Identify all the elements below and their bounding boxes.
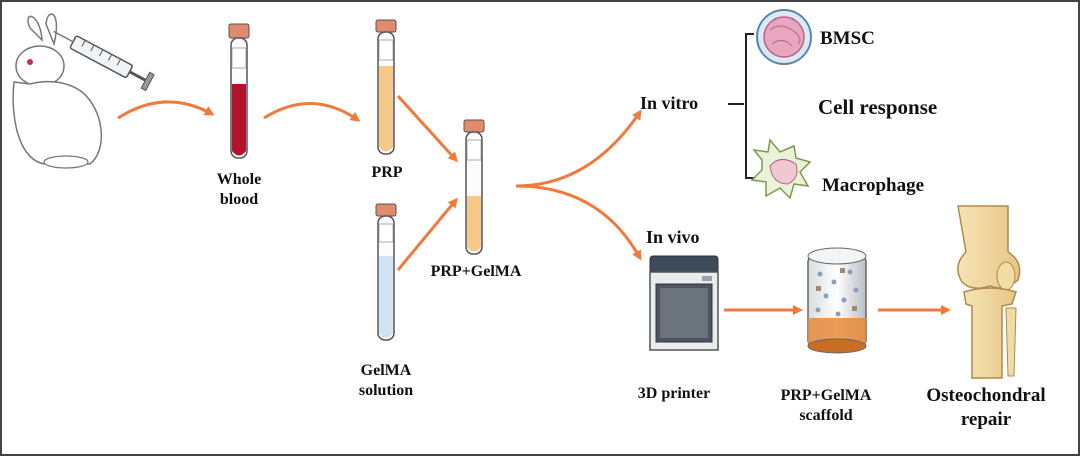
knee-joint-icon — [957, 205, 1021, 379]
label-whole-blood: Whole blood — [204, 170, 274, 210]
bracket-connector — [728, 33, 754, 179]
tube-prp-gelma-icon — [463, 119, 485, 255]
tube-gelma-icon — [375, 203, 397, 341]
label-gelma-solution: GelMA solution — [346, 361, 426, 401]
label-prp: PRP — [371, 164, 403, 181]
label-cell-response: Cell response — [818, 95, 938, 119]
arrow-to-in-vivo — [515, 184, 642, 261]
label-scaffold-line2: scaffold — [799, 407, 853, 424]
arrow-blood-to-prp — [263, 102, 361, 122]
bmsc-cell-icon — [756, 9, 812, 65]
label-repair-line2: repair — [960, 408, 1012, 430]
label-gelma-line2: solution — [358, 382, 414, 399]
tube-prp-icon — [375, 19, 397, 155]
label-osteochondral-repair: Osteochondral repair — [908, 384, 1064, 432]
label-prp-gelma: PRP+GelMA — [430, 263, 522, 280]
arrow-prp-to-mix — [396, 94, 459, 163]
arrow-rabbit-to-blood — [117, 100, 215, 120]
label-scaffold-line1: PRP+GelMA — [780, 387, 872, 404]
label-gelma-line1: GelMA — [360, 362, 412, 379]
3d-printer-icon — [649, 255, 719, 351]
arrow-to-in-vitro — [515, 109, 642, 188]
label-repair-line1: Osteochondral — [926, 385, 1046, 406]
tube-whole-blood-icon — [228, 23, 250, 159]
label-whole-blood-line1: Whole — [216, 171, 262, 188]
label-in-vivo: In vivo — [646, 227, 700, 247]
label-bmsc: BMSC — [820, 28, 875, 49]
label-macrophage: Macrophage — [822, 175, 925, 196]
label-3d-printer: 3D printer — [637, 385, 711, 402]
label-scaffold: PRP+GelMA scaffold — [764, 386, 888, 426]
arrow-gelma-to-mix — [396, 197, 458, 271]
label-in-vitro: In vitro — [640, 93, 699, 113]
rabbit-icon — [12, 13, 103, 169]
scaffold-icon — [807, 247, 867, 354]
macrophage-cell-icon — [750, 138, 812, 200]
label-whole-blood-line2: blood — [219, 191, 259, 208]
syringe-icon — [53, 30, 155, 92]
